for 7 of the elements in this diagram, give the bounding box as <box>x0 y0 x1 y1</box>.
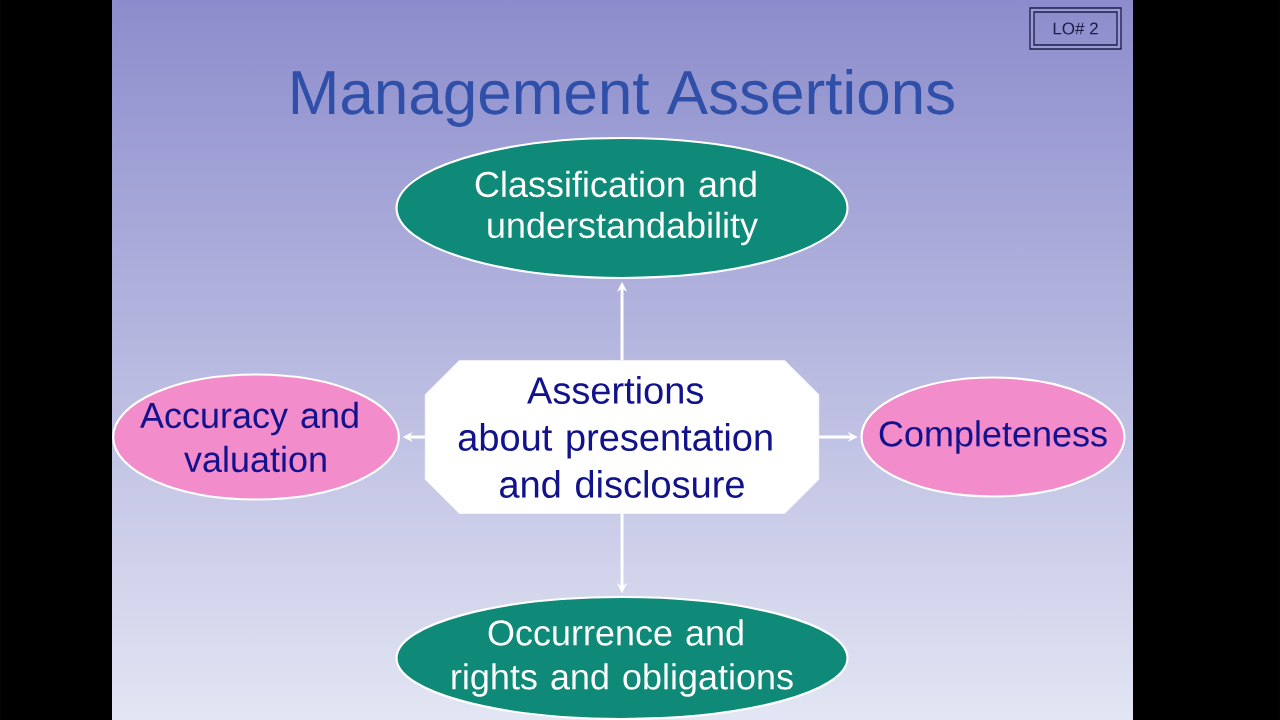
ellipse-node: Accuracy and valuation <box>112 373 400 501</box>
title: Management Assertions <box>292 69 954 127</box>
tag-box: LO# 2 <box>1029 7 1122 50</box>
ellipse-node: Classification and understandability <box>395 136 849 280</box>
ellipse-node: Completeness <box>860 376 1126 498</box>
ellipse-node: Occurrence and rights and obligations <box>395 595 849 720</box>
octagon-node: Assertions about presentation and disclosure <box>424 360 820 514</box>
